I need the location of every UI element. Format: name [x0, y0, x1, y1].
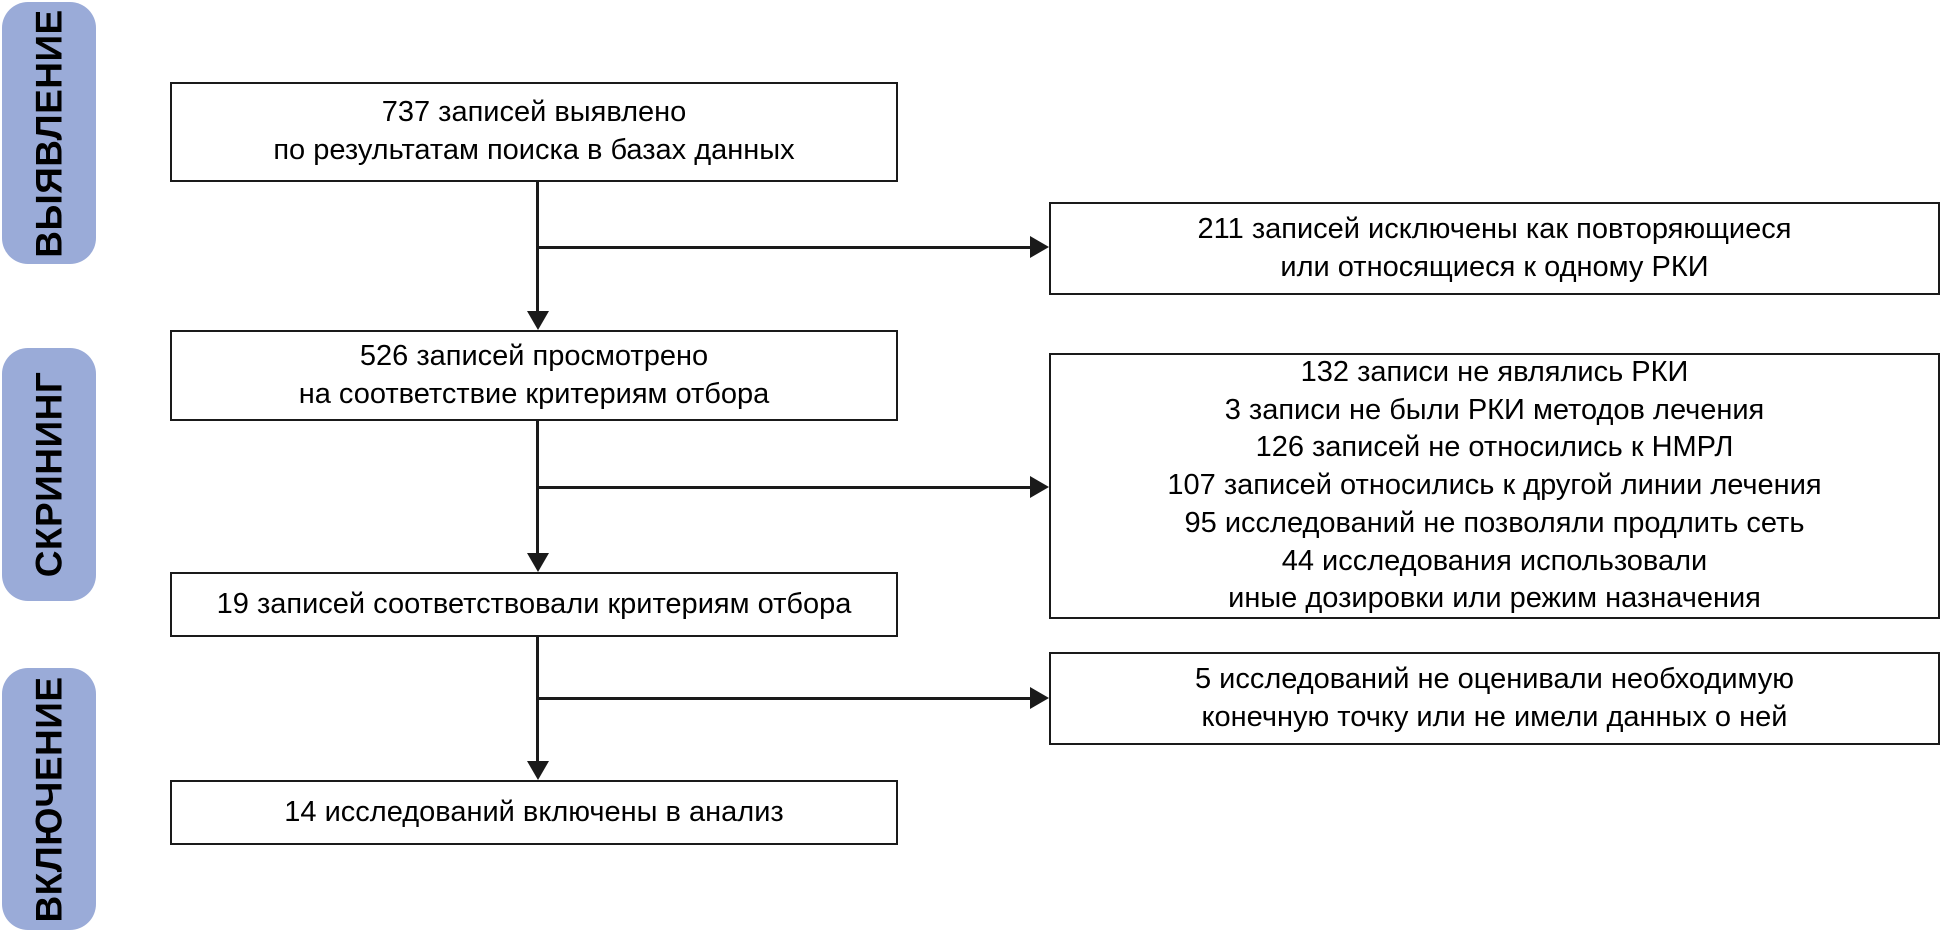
arrow-screened-to-eligible: [527, 553, 549, 572]
box-records-identified: 737 записей выявлено по результатам поис…: [170, 82, 898, 182]
box-studies-included: 14 исследований включены в анализ: [170, 780, 898, 845]
stage-label-identification-text: ВЫЯВЛЕНИЕ: [28, 8, 70, 258]
stage-label-identification: ВЫЯВЛЕНИЕ: [2, 2, 96, 264]
arrow-eligibility-excluded-branch: [1030, 687, 1049, 709]
box-records-eligible-text: 19 записей соответствовали критериям отб…: [216, 587, 852, 620]
box-studies-included-text: 14 исследований включены в анализ: [284, 795, 784, 828]
box-duplicates-excluded-text: 211 записей исключены как повторяющиеся …: [1197, 212, 1792, 283]
box-duplicates-excluded: 211 записей исключены как повторяющиеся …: [1049, 202, 1940, 295]
arrow-eligible-to-included: [527, 761, 549, 780]
connector-screening-excluded-branch: [536, 486, 1030, 489]
connector-duplicates-branch: [536, 246, 1030, 249]
box-eligibility-excluded: 5 исследований не оценивали необходимую …: [1049, 652, 1940, 745]
stage-label-inclusion-text: ВКЛЮЧЕНИЕ: [28, 675, 70, 923]
box-eligibility-excluded-text: 5 исследований не оценивали необходимую …: [1194, 662, 1795, 733]
stage-label-screening: СКРИНИНГ: [2, 348, 96, 601]
connector-eligibility-excluded-branch: [536, 697, 1030, 700]
box-records-identified-text: 737 записей выявлено по результатам поис…: [273, 96, 795, 166]
box-screening-excluded-text: 132 записи не являлись РКИ 3 записи не б…: [1167, 356, 1822, 615]
arrow-screening-excluded-branch: [1030, 476, 1049, 498]
arrow-duplicates-branch: [1030, 236, 1049, 258]
box-screening-excluded: 132 записи не являлись РКИ 3 записи не б…: [1049, 353, 1940, 619]
box-records-eligible: 19 записей соответствовали критериям отб…: [170, 572, 898, 637]
stage-label-screening-text: СКРИНИНГ: [28, 371, 70, 578]
box-records-screened: 526 записей просмотрено на соответствие …: [170, 330, 898, 421]
arrow-identified-to-screened: [527, 311, 549, 330]
stage-label-inclusion: ВКЛЮЧЕНИЕ: [2, 668, 96, 930]
box-records-screened-text: 526 записей просмотрено на соответствие …: [298, 339, 770, 410]
